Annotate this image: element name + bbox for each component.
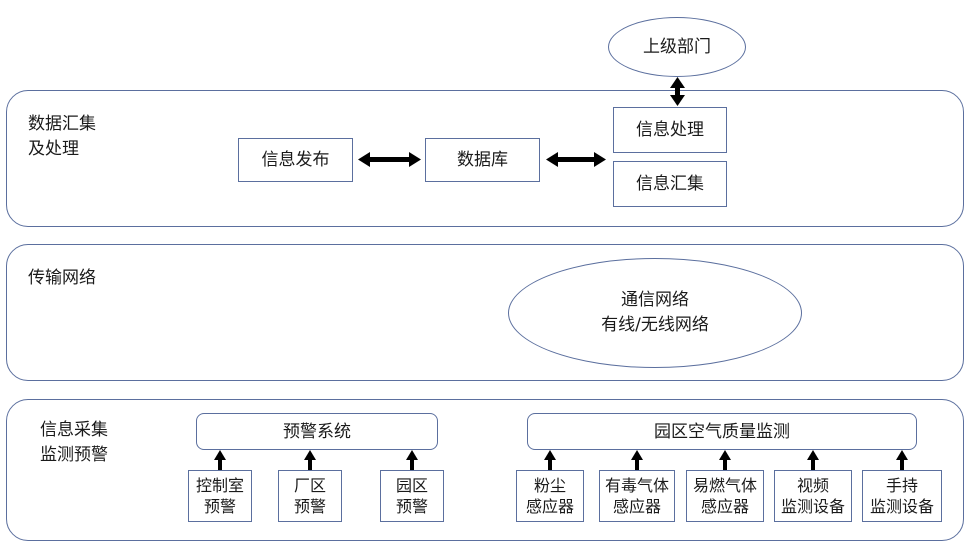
- air-quality-label: 园区空气质量监测: [654, 421, 790, 442]
- sensor-item-line: 感应器: [525, 497, 574, 516]
- database-box: 数据库: [425, 138, 540, 182]
- transmission-network-layer-title: 传输网络: [28, 266, 96, 291]
- air-quality-box: 园区空气质量监测: [527, 413, 917, 450]
- communication-network-node: 通信网络 有线/无线网络: [508, 258, 802, 368]
- sensor-item-box: 手持 监测设备: [862, 470, 942, 522]
- layer-title-line: 信息采集: [40, 420, 108, 440]
- warning-item-line: 控制室: [195, 476, 244, 495]
- info-collection-box: 信息汇集: [613, 161, 727, 207]
- transmission-network-layer: [6, 244, 964, 381]
- layer-title-line: 数据汇集: [28, 114, 96, 134]
- warning-item-line: 预警: [203, 497, 236, 516]
- sensor-item-line: 有毒气体: [604, 476, 669, 495]
- warning-item-box: 园区 预警: [380, 470, 444, 522]
- sensor-item-box: 易燃气体 感应器: [686, 470, 764, 522]
- layer-title-line: 及处理: [28, 139, 79, 159]
- sensor-item-box: 粉尘 感应器: [516, 470, 584, 522]
- comm-network-line: 通信网络: [621, 290, 689, 310]
- sensor-item-line: 监测设备: [780, 497, 845, 516]
- sensor-item-line: 感应器: [700, 497, 749, 516]
- layer-title-line: 传输网络: [28, 268, 96, 288]
- warning-item-line: 预警: [395, 497, 428, 516]
- superior-department-label: 上级部门: [643, 36, 711, 57]
- superior-department-node: 上级部门: [608, 17, 746, 77]
- sensor-item-line: 手持: [885, 476, 918, 495]
- layer-title-line: 监测预警: [40, 445, 108, 465]
- info-processing-label: 信息处理: [636, 120, 704, 140]
- acquisition-layer-title: 信息采集 监测预警: [40, 418, 108, 468]
- sensor-item-line: 视频: [796, 476, 829, 495]
- warning-item-box: 控制室 预警: [188, 470, 252, 522]
- info-collection-label: 信息汇集: [636, 174, 704, 194]
- sensor-item-box: 视频 监测设备: [774, 470, 852, 522]
- sensor-item-line: 感应器: [612, 497, 661, 516]
- info-publish-box: 信息发布: [238, 138, 353, 182]
- warning-item-line: 园区: [395, 476, 428, 495]
- info-processing-box: 信息处理: [613, 107, 727, 153]
- warning-item-line: 厂区: [293, 476, 326, 495]
- comm-network-line: 有线/无线网络: [601, 315, 709, 335]
- sensor-item-line: 监测设备: [869, 497, 934, 516]
- database-label: 数据库: [457, 150, 508, 170]
- sensor-item-line: 易燃气体: [692, 476, 757, 495]
- warning-item-box: 厂区 预警: [278, 470, 342, 522]
- warning-item-line: 预警: [293, 497, 326, 516]
- info-publish-label: 信息发布: [261, 150, 330, 170]
- sensor-item-box: 有毒气体 感应器: [599, 470, 675, 522]
- warning-system-box: 预警系统: [196, 413, 438, 450]
- sensor-item-line: 粉尘: [533, 476, 566, 495]
- data-processing-layer-title: 数据汇集 及处理: [28, 112, 96, 162]
- warning-system-label: 预警系统: [283, 421, 351, 442]
